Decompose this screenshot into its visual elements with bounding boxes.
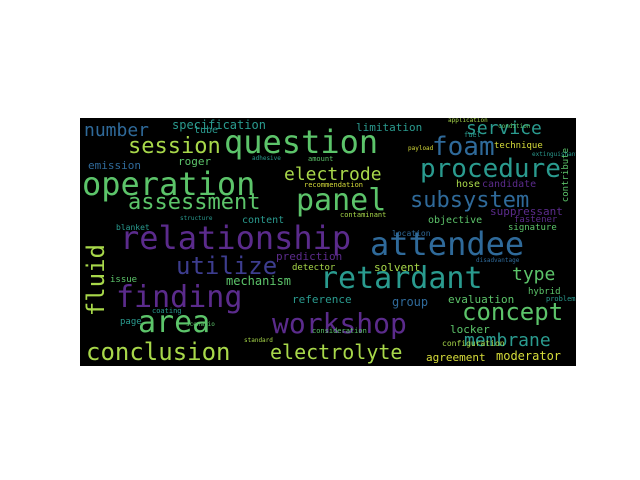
word-electrolyte: electrolyte (270, 340, 403, 364)
word-payload: payload (408, 145, 434, 152)
word-specification: specification (172, 118, 266, 132)
word-standard: standard (244, 337, 273, 344)
word-finding: finding (116, 280, 243, 315)
word-assessment: assessment (128, 190, 261, 215)
word-solvent: solvent (374, 261, 421, 274)
word-area: area (138, 305, 211, 340)
word-agreement: agreement (426, 351, 486, 364)
word-membrane: membrane (464, 330, 551, 351)
word-session: session (128, 134, 221, 159)
word-consideration: consideration (312, 327, 367, 335)
word-group: group (392, 295, 429, 309)
word-technique: technique (494, 141, 543, 151)
word-attendee: attendee (370, 225, 525, 263)
word-content: content (242, 215, 285, 226)
word-contaminant: contaminant (340, 211, 387, 219)
word-tube: tube (194, 125, 219, 136)
word-signature: signature (508, 223, 557, 233)
word-workshop: workshop (272, 307, 407, 340)
word-emission: emission (88, 159, 141, 172)
word-panel: panel (296, 183, 387, 218)
word-reference: reference (292, 293, 352, 306)
word-recommendation: recommendation (304, 181, 364, 189)
word-utilize: utilize (176, 252, 278, 280)
word-concept: concept (462, 298, 564, 326)
word-coating: coating (152, 307, 182, 315)
word-cloud: relationship attendee operation question… (80, 118, 576, 366)
word-fluid: fluid (82, 244, 110, 317)
word-hose: hose (456, 179, 481, 190)
word-fuel: fuel (464, 131, 481, 139)
word-objective: objective (428, 215, 483, 226)
word-electrode: electrode (284, 164, 382, 185)
word-detector: detector (292, 263, 336, 273)
word-prediction: prediction (276, 250, 343, 263)
word-limitation: limitation (356, 121, 423, 134)
word-candidate: candidate (482, 179, 537, 190)
word-evaluation: evaluation (448, 293, 515, 306)
word-issue: issue (110, 275, 138, 285)
word-scenario: scenario (186, 321, 215, 328)
word-retardant: retardant (320, 261, 483, 296)
word-structure: structure (180, 215, 213, 222)
word-adhesive: adhesive (252, 155, 281, 162)
word-application: application (448, 118, 488, 124)
word-type: type (512, 264, 556, 285)
word-operation: operation (82, 165, 256, 203)
word-hybrid: hybrid (528, 287, 561, 297)
word-subsystem: subsystem (410, 188, 530, 213)
word-configuration: configuration (442, 339, 505, 348)
word-disadvantage: disadvantage (476, 257, 520, 264)
word-roger: roger (178, 155, 212, 168)
word-foam: foam (432, 132, 495, 162)
word-mechanism: mechanism (226, 274, 292, 288)
word-moderator: moderator (496, 349, 562, 363)
word-suppressant: suppressant (490, 205, 563, 218)
word-problem: problem (546, 295, 576, 303)
word-extinguishant: extinguishant (532, 151, 576, 158)
word-procedure: procedure (420, 154, 561, 184)
word-number: number (84, 120, 150, 141)
word-condition: condition (498, 123, 531, 130)
word-fastener: fastener (514, 215, 558, 225)
word-page: page (120, 317, 142, 327)
word-amount: amount (308, 155, 334, 163)
word-conclusion: conclusion (86, 338, 231, 366)
word-relationship: relationship (120, 219, 352, 257)
word-service: service (466, 118, 542, 139)
word-locker: locker (450, 323, 490, 336)
word-location: location (392, 229, 431, 238)
word-question: question (224, 123, 379, 161)
word-blanket: blanket (116, 223, 150, 232)
